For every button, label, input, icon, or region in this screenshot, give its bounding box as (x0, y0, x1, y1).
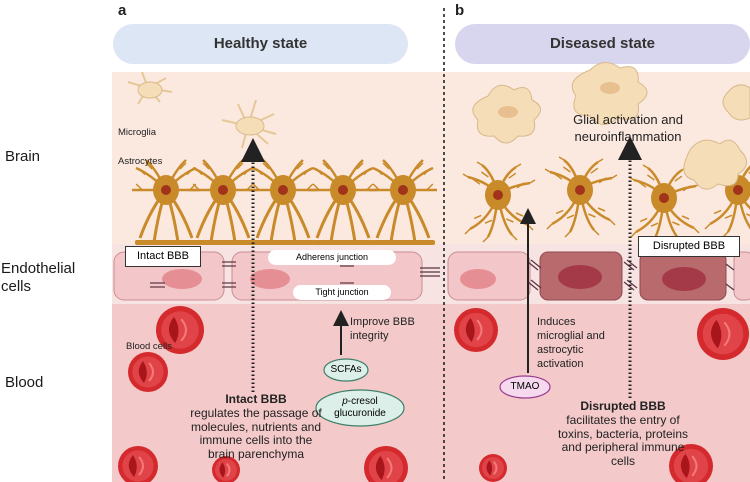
brain-label: Brain (5, 148, 41, 165)
induces-text-line4: activation (537, 358, 584, 370)
glial-activation-line1: Glial activation and (573, 112, 683, 127)
red-blood-cell (118, 446, 158, 482)
tmao-ellipse (499, 375, 551, 399)
diseased-endothelial-layer (447, 251, 750, 301)
red-blood-cell (156, 306, 204, 354)
panel-b-letter: b (455, 2, 465, 19)
red-blood-cell (479, 454, 507, 482)
astrocyte (249, 159, 317, 243)
astrocyte (369, 159, 437, 243)
disrupted-bbb-desc-title: Disrupted BBB (580, 399, 666, 413)
astrocyte (462, 161, 536, 243)
intact-bbb-desc-body: regulates the passage of molecules, nutr… (190, 405, 322, 462)
adherens-junction-label: Adherens junction (268, 250, 396, 265)
pcresol-label-line2: glucuronide (334, 408, 386, 419)
disrupted-bbb-desc-body: facilitates the entry of toxins, bacteri… (557, 412, 689, 469)
healthy-state-title: Healthy state (213, 35, 308, 52)
pcresol-ellipse (315, 389, 405, 427)
scfas-ellipse (323, 358, 369, 382)
disrupted-bbb-box: Disrupted BBB (638, 236, 740, 257)
healthy-header-pill (113, 24, 408, 64)
diseased-header-pill (455, 24, 750, 64)
induces-text-line3: astrocytic (537, 344, 584, 356)
red-blood-cell (128, 352, 168, 392)
diseased-state-title: Diseased state (549, 35, 656, 52)
panel-a-letter: a (118, 2, 127, 19)
reactive-astrocytes (462, 156, 750, 246)
pcresol-rest: -cresol (347, 396, 378, 407)
pcresol-label-line1: p-cresol (316, 396, 404, 408)
intact-bbb-description: Intact BBB regulates the passage of mole… (188, 392, 324, 462)
endothelial-label-line1: Endothelial (1, 260, 76, 277)
red-blood-cell (454, 308, 498, 352)
blood-zone (112, 304, 750, 482)
astrocyte (189, 159, 257, 243)
induces-text-line1: Induces (537, 316, 576, 328)
disrupted-bbb-description: Disrupted BBB facilitates the entry of t… (548, 399, 698, 469)
astrocyte (702, 156, 750, 238)
pcresol-italic-p: p (342, 396, 348, 407)
healthy-microglia (127, 71, 277, 149)
brain-zone (112, 72, 750, 244)
tight-junction-label: Tight junction (293, 285, 391, 300)
red-blood-cell (697, 308, 749, 360)
healthy-astrocytes (132, 159, 437, 243)
scfas-label: SCFAs (330, 364, 362, 375)
blood-label: Blood (5, 374, 44, 391)
astrocytes-label: Astrocytes (118, 156, 163, 167)
intact-bbb-desc-title: Intact BBB (225, 392, 287, 406)
glial-activation-line2: neuroinflammation (574, 129, 682, 144)
red-blood-cell (364, 446, 408, 482)
astrocyte (544, 156, 618, 238)
activated-microglia (472, 62, 750, 190)
endothelial-label-line2: cells (1, 278, 32, 295)
astrocyte-endfeet (135, 240, 435, 245)
red-blood-cell (212, 456, 240, 482)
induces-text-line2: microglial and (537, 330, 605, 342)
intact-bbb-box: Intact BBB (125, 246, 201, 267)
tmao-label: TMAO (510, 381, 540, 392)
astrocyte (309, 159, 377, 243)
red-blood-cell (669, 444, 713, 482)
red-blood-cells (118, 306, 749, 482)
improve-bbb-text-line1: Improve BBB (350, 316, 415, 328)
microglia-label: Microglia (118, 127, 157, 138)
blood-cells-label: Blood cells (126, 341, 172, 352)
improve-bbb-text-line2: integrity (350, 330, 389, 342)
